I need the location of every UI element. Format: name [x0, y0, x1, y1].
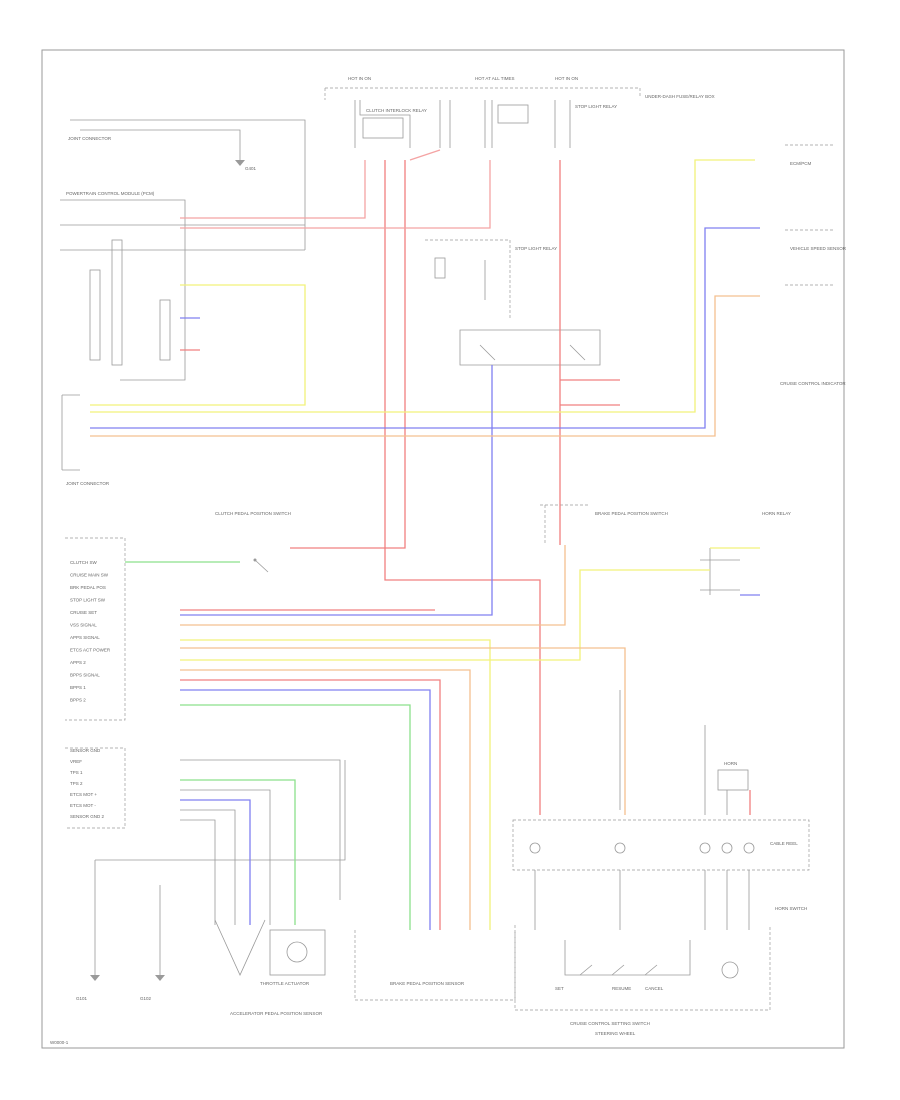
- horn-switch-label: HORN SWITCH: [775, 906, 807, 911]
- pin-label: ETCS MOT -: [70, 803, 96, 808]
- center-relay: STOP LIGHT RELAY: [425, 239, 601, 366]
- top-left-connector: G401 JOINT CONNECTOR: [68, 119, 306, 250]
- wire-orange-4: [180, 669, 471, 930]
- clutch-switch-label: CLUTCH PEDAL POSITION SWITCH: [215, 511, 291, 516]
- pin-label: BPPS 2: [70, 698, 86, 703]
- pin-label: CLUTCH SW: [70, 560, 98, 565]
- horn-relay-label: HORN RELAY: [762, 511, 791, 516]
- wire-blue-2: [90, 227, 760, 429]
- ecm-right-label: ECM/PCM: [790, 161, 812, 166]
- footer-code: W0000-1: [50, 1040, 69, 1045]
- fuse-label-mid: HOT AT ALL TIMES: [475, 76, 515, 81]
- pcm-upper-label: POWERTRAIN CONTROL MODULE (PCM): [66, 191, 155, 196]
- pcm-pin-block: CLUTCH SW CRUISE MAIN SW BRK PEDAL POS STOP…: [65, 537, 126, 829]
- wire-green-2: [180, 704, 411, 930]
- wire-red-2: [384, 160, 541, 815]
- fuse-label-left: HOT IN ON: [348, 76, 371, 81]
- wire-blue-5: [180, 799, 251, 925]
- ground-top-label: G401: [245, 166, 257, 171]
- relay-stop-label: STOP LIGHT RELAY: [575, 104, 617, 109]
- horn-label: HORN: [724, 761, 737, 766]
- fuse-label-right: HOT IN ON: [555, 76, 578, 81]
- wire-yellow-3: [180, 639, 491, 930]
- pin-label: ETCS ACT POWER: [70, 648, 111, 653]
- pcm-upper: POWERTRAIN CONTROL MODULE (PCM): [60, 191, 305, 381]
- wire-orange-1: [90, 295, 760, 437]
- wire-green-3: [180, 779, 296, 925]
- pin-label: TPS 2: [70, 781, 83, 786]
- pcm-pin-labels-2: SENSOR GND VREF TPS 1 TPS 2 ETCS MOT + ETCS M…: [70, 748, 105, 819]
- pin-label: CRUISE MAIN SW: [70, 573, 109, 578]
- resume-label: RESUME: [612, 986, 631, 991]
- clutch-switch: CLUTCH PEDAL POSITION SWITCH: [215, 511, 291, 573]
- vss-label: VEHICLE SPEED SENSOR: [790, 246, 847, 251]
- relay-clutch-label: CLUTCH INTERLOCK RELAY: [366, 108, 427, 113]
- apps-label: ACCELERATOR PEDAL POSITION SENSOR: [230, 1011, 323, 1016]
- pin-label: VREF: [70, 759, 82, 764]
- throttle-label: THROTTLE ACTUATOR: [260, 981, 310, 986]
- wire-yellow-4: [180, 569, 710, 661]
- fuse-box: HOT IN ON HOT AT ALL TIMES HOT IN ON UND…: [324, 76, 715, 148]
- connector-top-label: JOINT CONNECTOR: [68, 136, 112, 141]
- fuse-box-label: UNDER-DASH FUSE/RELAY BOX: [645, 94, 715, 99]
- wire-yellow-2: [90, 159, 755, 413]
- cable-reel-label: CABLE REEL: [770, 841, 798, 846]
- wire-red-7: [180, 349, 751, 815]
- connector-mid-label: JOINT CONNECTOR: [66, 481, 110, 486]
- cancel-label: CANCEL: [645, 986, 664, 991]
- pin-label: APPS SIGNAL: [70, 635, 100, 640]
- pin-label: VSS SIGNAL: [70, 623, 97, 628]
- wire-pink-1: [180, 160, 366, 219]
- steering-wheel-label: STEERING WHEEL: [595, 1031, 636, 1036]
- brake-switch-label: BRAKE PEDAL POSITION SWITCH: [595, 511, 668, 516]
- mid-left-connector: JOINT CONNECTOR: [61, 394, 110, 486]
- pin-label: SENSOR GND: [70, 748, 101, 753]
- ground-left-label: G101: [76, 996, 88, 1001]
- wire-orange-2: [180, 545, 566, 626]
- wire-pink-3: [409, 149, 441, 161]
- stop-light-relay-label: STOP LIGHT RELAY: [515, 246, 557, 251]
- pin-label: BPPS SIGNAL: [70, 673, 100, 678]
- pin-label: APPS 2: [70, 660, 86, 665]
- wire-yellow-1: [90, 284, 306, 406]
- gray-wires: [180, 690, 750, 930]
- brake-switch: BRAKE PEDAL POSITION SWITCH HORN RELAY: [540, 504, 791, 595]
- pin-label: CRUISE SET: [70, 610, 97, 615]
- bottom-components: G101 G102 THROTTLE ACTUATOR ACCELERATOR …: [76, 760, 810, 1036]
- wire-red-1: [290, 160, 406, 549]
- set-label: SET: [555, 986, 564, 991]
- cruise-indicator-label: CRUISE CONTROL INDICATOR: [780, 381, 846, 386]
- steering-switch-label: CRUISE CONTROL SETTING SWITCH: [570, 1021, 650, 1026]
- pin-label: STOP LIGHT SW: [70, 598, 106, 603]
- wires: [90, 149, 760, 930]
- wire-blue-3: [180, 365, 493, 616]
- pin-label: BPPS 1: [70, 685, 86, 690]
- pin-label: SENSOR GND 2: [70, 814, 105, 819]
- bpps-label: BRAKE PEDAL POSITION SENSOR: [390, 981, 465, 986]
- wire-blue-4: [180, 689, 431, 930]
- wire-red-5: [180, 679, 441, 930]
- pcm-pin-labels: CLUTCH SW CRUISE MAIN SW BRK PEDAL POS STOP…: [70, 560, 111, 703]
- ground-left2-label: G102: [140, 996, 152, 1001]
- pin-label: TPS 1: [70, 770, 83, 775]
- wire-red-6: [560, 379, 620, 406]
- diagram-frame: [41, 49, 845, 1049]
- wire-pink-2: [180, 160, 491, 229]
- right-top-labels: ECM/PCM VEHICLE SPEED SENSOR CRUISE CONT…: [780, 144, 847, 386]
- pin-label: ETCS MOT +: [70, 792, 97, 797]
- pin-label: BRK PEDAL POS: [70, 585, 106, 590]
- wire-orange-3: [180, 647, 626, 815]
